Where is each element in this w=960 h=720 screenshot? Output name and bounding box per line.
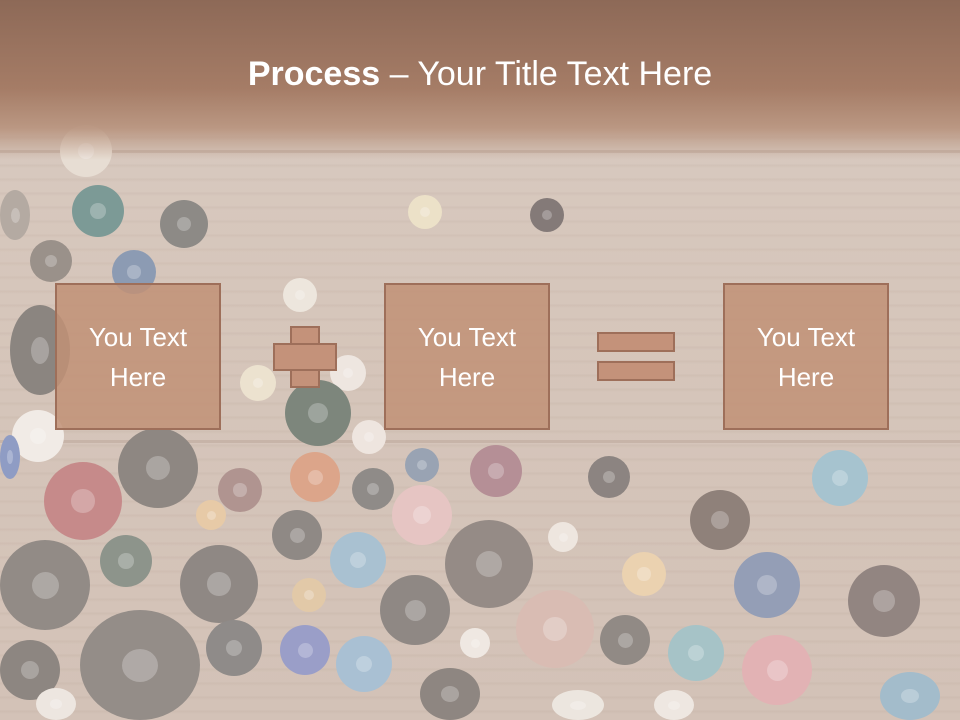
button-decoration <box>196 500 226 530</box>
slide-title: Process – Your Title Text Here <box>0 52 960 96</box>
process-box-text: You Text Here <box>417 321 517 392</box>
button-decoration <box>160 200 208 248</box>
button-decoration <box>0 540 90 630</box>
button-decoration <box>548 522 578 552</box>
button-decoration <box>80 610 200 720</box>
button-decoration <box>405 448 439 482</box>
button-decoration <box>392 485 452 545</box>
button-decoration <box>552 690 604 720</box>
button-decoration <box>880 672 940 720</box>
title-bold: Process <box>247 55 381 93</box>
button-decoration <box>420 668 480 720</box>
plank-seam <box>0 440 960 443</box>
button-decoration <box>588 456 630 498</box>
button-decoration <box>72 185 124 237</box>
button-decoration <box>30 240 72 282</box>
button-decoration <box>734 552 800 618</box>
button-decoration <box>330 532 386 588</box>
title-banner: Process – Your Title Text Here <box>0 0 960 160</box>
button-decoration <box>206 620 262 676</box>
button-decoration <box>100 535 152 587</box>
button-decoration <box>280 625 330 675</box>
button-decoration <box>118 428 198 508</box>
button-decoration <box>848 565 920 637</box>
button-decoration <box>285 380 351 446</box>
button-decoration <box>445 520 533 608</box>
button-decoration <box>44 462 122 540</box>
button-decoration <box>272 510 322 560</box>
button-decoration <box>292 578 326 612</box>
button-decoration <box>530 198 564 232</box>
button-decoration <box>690 490 750 550</box>
process-box-3[interactable]: You Text Here <box>723 283 889 430</box>
button-decoration <box>180 545 258 623</box>
button-decoration <box>352 420 386 454</box>
process-box-1[interactable]: You Text Here <box>55 283 221 430</box>
process-box-2[interactable]: You Text Here <box>384 283 550 430</box>
button-decoration <box>336 636 392 692</box>
button-decoration <box>654 690 694 720</box>
button-decoration <box>600 615 650 665</box>
button-decoration <box>36 688 76 720</box>
button-decoration <box>352 468 394 510</box>
button-decoration <box>812 450 868 506</box>
button-decoration <box>668 625 724 681</box>
process-box-text: You Text Here <box>756 321 856 392</box>
button-decoration <box>283 278 317 312</box>
process-box-text: You Text Here <box>88 321 188 392</box>
button-decoration <box>516 590 594 668</box>
button-decoration <box>290 452 340 502</box>
button-decoration <box>408 195 442 229</box>
button-decoration <box>622 552 666 596</box>
button-decoration <box>742 635 812 705</box>
title-rest: – Your Title Text Here <box>380 55 713 93</box>
button-decoration <box>218 468 262 512</box>
button-decoration <box>0 435 20 479</box>
button-decoration <box>0 190 30 240</box>
button-decoration <box>240 365 276 401</box>
button-decoration <box>470 445 522 497</box>
button-decoration <box>460 628 490 658</box>
button-decoration <box>380 575 450 645</box>
